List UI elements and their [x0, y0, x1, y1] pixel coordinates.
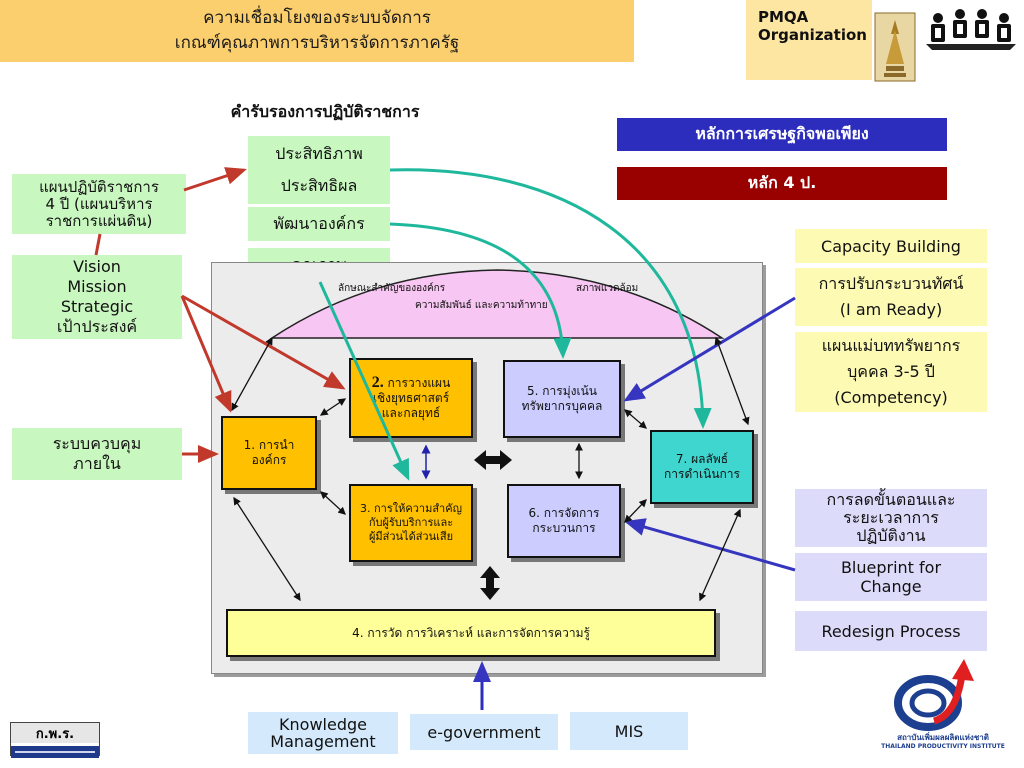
- criterion-1-line-2: องค์กร: [251, 453, 287, 467]
- blueprint-box: Blueprint for Change: [795, 553, 987, 601]
- criterion-1-leadership: 1. การนำ องค์กร: [221, 416, 317, 490]
- target-label: เป้าประสงค์: [56, 317, 138, 336]
- operation-plan-line-1: แผนปฏิบัติราชการ: [39, 177, 159, 196]
- hr-masterplan-box: แผนแม่บททรัพยากร บุคคล 3-5 ปี (Competenc…: [795, 332, 987, 412]
- mindset-line-1: การปรับกระบวนทัศน์: [818, 274, 964, 293]
- vision-mission-box: Vision Mission Strategic เป้าประสงค์: [12, 255, 182, 339]
- opdc-logo-text: ก.พ.ร.: [11, 723, 99, 743]
- criterion-6-process-management: 6. การจัดการ กระบวนการ: [507, 484, 621, 558]
- criterion-2-line-2: เชิงยุทธศาสตร์: [372, 391, 450, 405]
- efficiency-effectiveness-box: ประสิทธิภาพ ประสิทธิผล: [248, 136, 390, 204]
- sufficiency-economy-label: หลักการเศรษฐกิจพอเพียง: [695, 124, 869, 143]
- pmqa-badge: [746, 0, 872, 80]
- blueprint-line-1: Blueprint for: [840, 558, 942, 577]
- criterion-2-line-3: และกลยุทธ์: [381, 406, 441, 420]
- knowledge-management-line-1: Knowledge: [279, 715, 367, 734]
- criterion-5-workforce-focus: 5. การมุ่งเน้น ทรัพยากรบุคคล: [503, 360, 621, 438]
- internal-control-box: ระบบควบคุม ภายใน: [12, 428, 182, 480]
- tpi-name-th: สถาบันเพิ่มผลผลิตแห่งชาติ: [897, 733, 989, 742]
- criterion-3-customer-focus: 3. การให้ความสำคัญ กับผู้รับบริการและ ผู…: [349, 484, 473, 562]
- capacity-building-box: Capacity Building: [795, 229, 987, 263]
- mindset-box: การปรับกระบวนทัศน์ (I am Ready): [795, 268, 987, 326]
- redesign-process-box: Redesign Process: [795, 611, 987, 651]
- efficiency-label: ประสิทธิภาพ: [275, 144, 363, 163]
- connector-plan-to-vision: [94, 233, 102, 256]
- four-p-label: หลัก 4 ป.: [747, 173, 817, 192]
- mis-label: MIS: [614, 721, 644, 741]
- criterion-3-line-3: ผู้มีส่วนได้ส่วนเสีย: [368, 530, 454, 543]
- reduce-steps-line-2: ระยะเวลาการ: [843, 508, 939, 527]
- pmqa-trophy-icon: [874, 12, 916, 82]
- criterion-4-label: 4. การวัด การวิเคราะห์ และการจัดการความร…: [352, 625, 590, 640]
- vision-label: Vision: [73, 257, 121, 276]
- criterion-5-line-1: 5. การมุ่งเน้น: [527, 384, 597, 398]
- strategic-label: Strategic: [60, 297, 134, 316]
- pmqa-label-line-1: PMQA: [758, 8, 809, 26]
- criterion-7-line-1: 7. ผลลัพธ์: [675, 452, 729, 466]
- reduce-steps-line-1: การลดขั้นตอนและ: [826, 490, 956, 509]
- criterion-2-strategic-planning: 2. การวางแผน เชิงยุทธศาสตร์ และกลยุทธ์: [349, 358, 473, 438]
- reduce-steps-box: การลดขั้นตอนและ ระยะเวลาการ ปฏิบัติงาน: [795, 489, 987, 547]
- opdc-logo: ก.พ.ร.: [10, 722, 100, 758]
- e-government-box: e-government: [410, 714, 558, 750]
- pmqa-label: PMQA Organization: [758, 8, 872, 44]
- criterion-6-line-2: กระบวนการ: [532, 521, 596, 535]
- org-profile-label: ลักษณะสำคัญขององค์กร: [338, 283, 446, 294]
- org-development-label: พัฒนาองค์กร: [273, 213, 365, 233]
- redesign-process-label: Redesign Process: [821, 621, 961, 641]
- title-banner: ความเชื่อมโยงของระบบจัดการ เกณฑ์คุณภาพกา…: [0, 0, 634, 62]
- mindset-line-2: (I am Ready): [839, 300, 943, 319]
- hr-masterplan-line-3: (Competency): [834, 388, 948, 407]
- mis-box: MIS: [570, 712, 688, 750]
- criterion-3-line-2: กับผู้รับบริการและ: [368, 516, 454, 529]
- org-development-box: พัฒนาองค์กร: [248, 207, 390, 241]
- opdc-logo-stripe: [11, 746, 99, 758]
- capacity-building-label: Capacity Building: [821, 236, 961, 256]
- tpi-logo-icon: [894, 659, 974, 731]
- internal-control-line-1: ระบบควบคุม: [52, 434, 142, 453]
- meeting-people-icon: [920, 4, 1022, 54]
- relations-challenges-label: ความสัมพันธ์ และความท้าทาย: [415, 300, 548, 311]
- hr-masterplan-line-2: บุคคล 3-5 ปี: [847, 362, 935, 381]
- hr-masterplan-line-1: แผนแม่บททรัพยากร: [821, 336, 961, 355]
- four-p-banner: หลัก 4 ป.: [617, 167, 947, 200]
- tpi-name: สถาบันเพิ่มผลผลิตแห่งชาติ THAILAND PRODU…: [878, 733, 1008, 751]
- criterion-7-results: 7. ผลลัพธ์ การดำเนินการ: [650, 430, 754, 504]
- operation-plan-line-2: 4 ปี (แผนบริหาร: [45, 194, 153, 213]
- internal-control-line-2: ภายใน: [73, 454, 121, 473]
- criterion-2-number: 2.: [371, 374, 384, 391]
- criterion-1-line-1: 1. การนำ: [243, 438, 295, 452]
- criterion-7-line-2: การดำเนินการ: [664, 467, 740, 481]
- tpi-name-en: THAILAND PRODUCTIVITY INSTITUTE: [881, 743, 1005, 750]
- e-government-label: e-government: [427, 722, 541, 742]
- criterion-2-line-1: การวางแผน: [387, 376, 451, 390]
- commitment-heading: คำรับรองการปฏิบัติราชการ: [230, 102, 420, 121]
- criterion-4-measurement-km: 4. การวัด การวิเคราะห์ และการจัดการความร…: [226, 609, 716, 657]
- operation-plan-line-3: ราชการแผ่นดิน): [45, 211, 153, 230]
- reduce-steps-line-3: ปฏิบัติงาน: [856, 526, 926, 545]
- effectiveness-label: ประสิทธิผล: [280, 176, 358, 195]
- knowledge-management-line-2: Management: [270, 732, 376, 751]
- criterion-5-line-2: ทรัพยากรบุคคล: [521, 399, 603, 413]
- knowledge-management-box: Knowledge Management: [248, 712, 398, 754]
- criterion-3-line-1: 3. การให้ความสำคัญ: [360, 502, 462, 515]
- operation-plan-box: แผนปฏิบัติราชการ 4 ปี (แผนบริหาร ราชการแ…: [12, 174, 186, 234]
- sufficiency-economy-banner: หลักการเศรษฐกิจพอเพียง: [617, 118, 947, 151]
- mission-label: Mission: [67, 277, 127, 296]
- environment-label: สภาพแวดล้อม: [576, 283, 639, 294]
- pmqa-label-line-2: Organization: [758, 26, 867, 44]
- criterion-6-line-1: 6. การจัดการ: [528, 506, 600, 520]
- arrow-plan-to-efficiency: [183, 167, 247, 192]
- title-line-1: ความเชื่อมโยงของระบบจัดการ: [203, 8, 431, 28]
- title-line-2: เกณฑ์คุณภาพการบริหารจัดการภาครัฐ: [174, 33, 460, 53]
- blueprint-line-2: Change: [860, 577, 922, 596]
